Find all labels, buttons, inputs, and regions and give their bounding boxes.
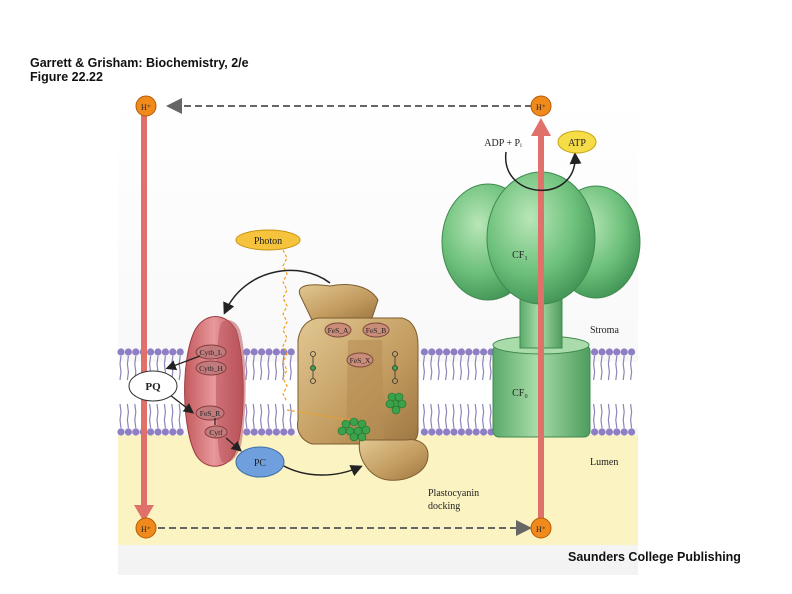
cytb-to-pq-arrow: [165, 355, 201, 371]
cytf-label: Cytf: [209, 428, 223, 437]
right-proton-channel-arrow: [531, 118, 551, 524]
chlorophyll-cluster-antenna: [385, 392, 407, 415]
fesr-label: FeS_R: [200, 409, 220, 418]
pq-to-fes-arrow: [169, 394, 195, 414]
proton-top-left: [135, 95, 157, 117]
proton-top-left-label: H⁺: [141, 103, 151, 112]
figure-number: Figure 22.22: [30, 70, 103, 84]
chlorophyll-cluster-p700: [337, 417, 371, 442]
adp-to-atp-arrow: [505, 151, 582, 191]
proton-top-right-label: H⁺: [536, 103, 546, 112]
cf1-label: CF₁: [512, 250, 528, 261]
left-proton-pump-arrow: [134, 112, 154, 522]
quinone-chain-right: [392, 351, 398, 384]
docking-label-line2: docking: [428, 501, 460, 512]
cytochrome-b6f-complex: [184, 316, 246, 467]
ferredoxin-return-arrow: [223, 269, 331, 315]
proton-bottom-left-label: H⁺: [141, 525, 151, 534]
adp-label: ADP + Pᵢ: [484, 138, 522, 149]
pq-label: PQ: [145, 381, 161, 393]
atp-badge: [557, 130, 597, 154]
cytbh-label: Cytb_H: [199, 364, 223, 373]
proton-bottom-right-label: H⁺: [536, 525, 546, 534]
pc-label: PC: [254, 458, 267, 469]
cytbl-label: Cytb_L: [200, 348, 223, 357]
cf0-label: CF₀: [512, 388, 528, 399]
stroma-label: Stroma: [590, 325, 619, 336]
book-title: Garrett & Grisham: Biochemistry, 2/e: [30, 56, 249, 70]
proton-bottom-right: [530, 517, 552, 539]
fesa-label: FeS_A: [328, 326, 349, 335]
fesb-label: FeS_B: [366, 326, 386, 335]
proton-bottom-left: [135, 517, 157, 539]
proton-top-right: [530, 95, 552, 117]
atp-label: ATP: [568, 138, 586, 149]
fesx-label: FeS_X: [350, 356, 371, 365]
plastoquinone-pool: [128, 370, 178, 402]
photosystem-i: [297, 284, 429, 481]
docking-label-line1: Plastocyanin: [428, 488, 479, 499]
photon-badge: [235, 229, 301, 251]
photon-label: Photon: [254, 236, 282, 247]
lumen-label: Lumen: [590, 457, 618, 468]
publisher-credit: Saunders College Publishing: [568, 550, 741, 564]
quinone-chain-left: [310, 351, 316, 384]
cytf-to-pc-arrow: [225, 437, 242, 452]
plastocyanin: [235, 446, 285, 478]
photon-path: [282, 249, 351, 421]
pc-to-psi-arrow: [281, 464, 363, 477]
